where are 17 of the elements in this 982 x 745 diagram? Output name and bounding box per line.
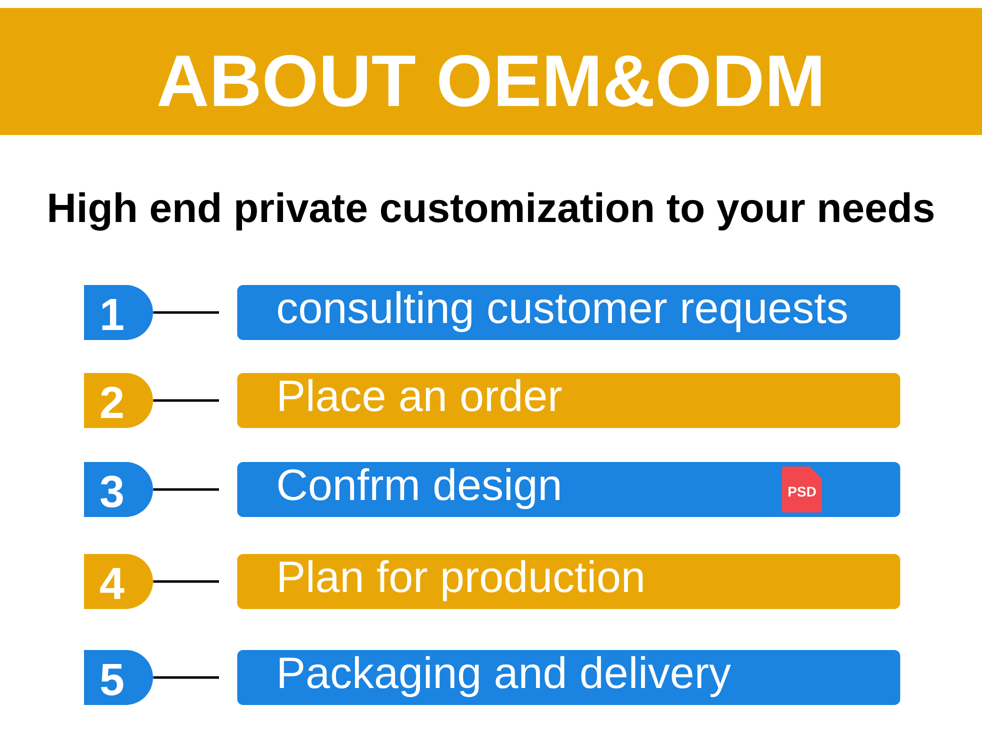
number-tab: 5 [84,650,153,705]
subtitle: High end private customization to your needs [50,192,934,231]
connector-line [153,488,219,491]
number-tab: 3 [84,462,153,517]
number-tab: 2 [84,373,153,428]
connector-line [153,311,219,314]
step-bar: Place an order [237,373,900,428]
step-bar: Packaging and delivery [237,650,900,705]
step-bar: Plan for production [237,554,900,609]
connector-line [153,399,219,402]
number-tab: 4 [84,554,153,609]
step-bar: consulting customer requests [237,285,900,340]
title-banner: ABOUT OEM&ODM [0,8,982,135]
file-badge: PSD [782,466,822,512]
connector-line [153,676,219,679]
connector-line [153,580,219,583]
number-tab: 1 [84,285,153,340]
